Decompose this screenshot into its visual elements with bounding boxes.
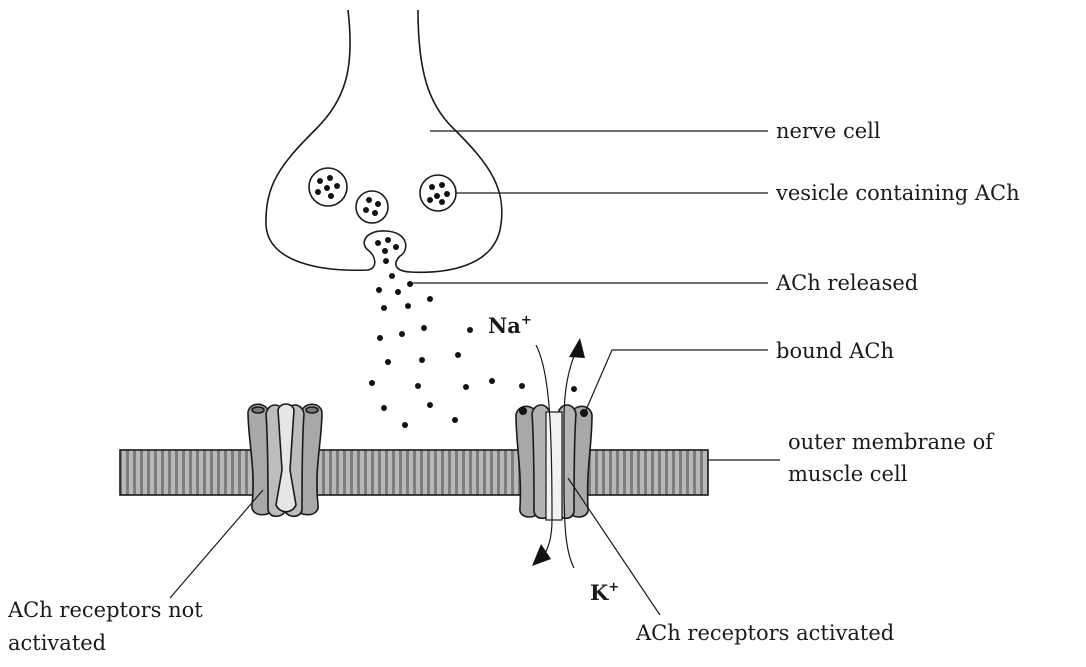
label-bound-ach: bound ACh — [776, 339, 894, 363]
vesicle-1 — [309, 168, 347, 206]
receptor-activated — [516, 405, 592, 520]
potassium-arrowhead — [569, 338, 585, 358]
fusing-vesicle — [375, 237, 399, 264]
receptor-not-activated — [248, 404, 322, 516]
released-ach — [369, 273, 577, 428]
leader-bound-ach — [586, 350, 768, 410]
potassium-ion-label: K+ — [590, 580, 619, 605]
label-nerve-cell: nerve cell — [776, 119, 881, 143]
label-receptors-not-line1: ACh receptors not — [7, 598, 203, 622]
sodium-ion-label: Na+ — [488, 313, 532, 338]
label-ach-released: ACh released — [775, 271, 918, 295]
label-membrane-line1: outer membrane of — [788, 430, 995, 454]
vesicle-3 — [420, 175, 456, 211]
leader-receptors-not-activated — [170, 490, 263, 598]
muscle-membrane — [120, 450, 708, 495]
nerve-cell-terminal — [266, 10, 502, 272]
label-receptors-not-line2: activated — [8, 631, 106, 655]
label-receptors-activated: ACh receptors activated — [635, 621, 894, 645]
label-membrane-line2: muscle cell — [788, 462, 908, 486]
label-vesicle: vesicle containing ACh — [775, 181, 1020, 205]
vesicle-2 — [356, 191, 388, 223]
